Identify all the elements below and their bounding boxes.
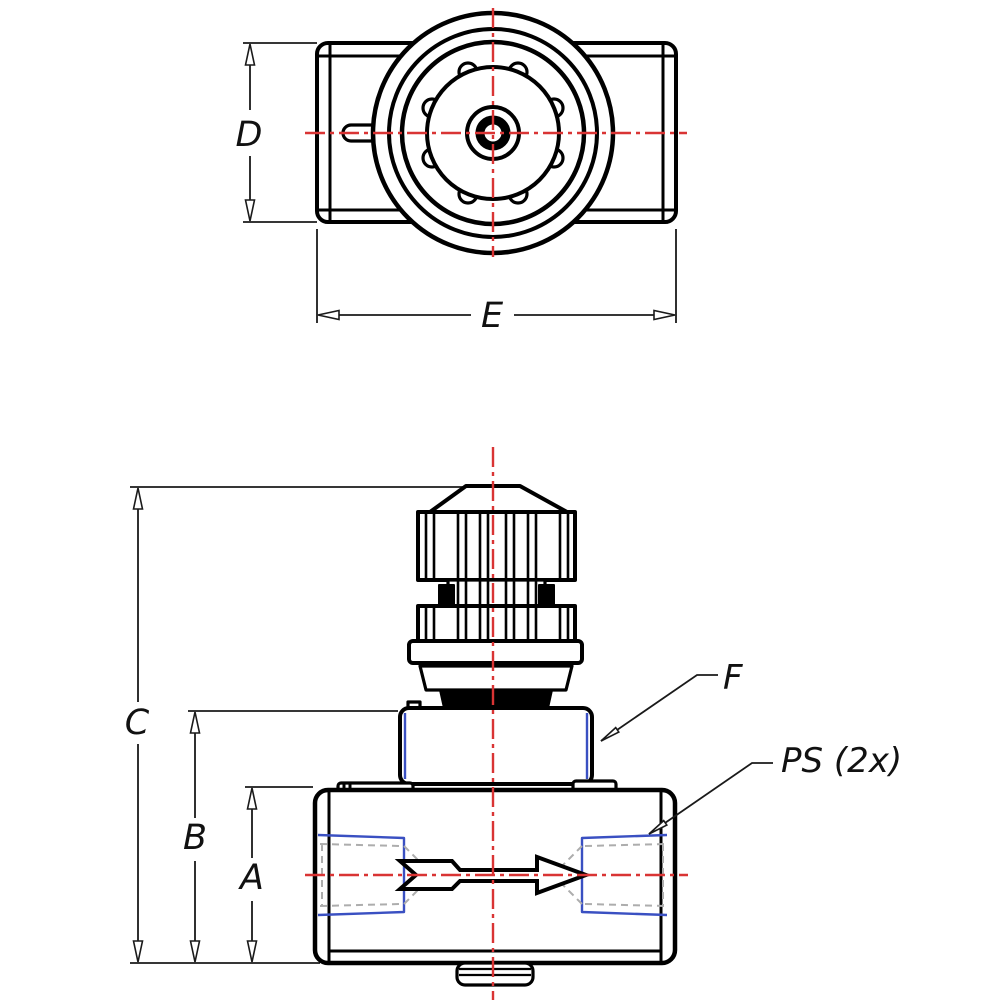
bonnet-body	[398, 706, 594, 786]
callout-f: F	[600, 658, 743, 742]
knob-outer-ribs	[424, 512, 570, 641]
dimension-b: B	[183, 710, 398, 963]
dim-a-arrow-up	[246, 787, 258, 810]
top-view: D	[236, 8, 687, 336]
callout-f-label: F	[723, 658, 743, 698]
body-end-lines	[327, 790, 663, 963]
bonnet-part-f	[398, 700, 594, 786]
knob-cap	[428, 484, 569, 514]
knob-groove-right	[538, 584, 555, 607]
dim-a-label: A	[238, 858, 264, 898]
dim-d-arrow-down	[244, 199, 256, 222]
boss-edge-lines	[459, 967, 531, 977]
dim-c-arrow-down	[132, 940, 144, 963]
knob-lower-band	[416, 604, 577, 643]
dim-d-arrow-up	[244, 43, 256, 66]
dimension-d: D	[236, 42, 317, 223]
dim-c-arrow-up	[132, 487, 144, 510]
callout-ps-leader	[648, 762, 773, 835]
dim-e-arrow-right	[653, 309, 676, 321]
dim-e-label: E	[481, 296, 504, 336]
bottom-boss	[455, 961, 535, 987]
dim-c-label: C	[125, 703, 150, 743]
callout-ps: PS (2x)	[648, 741, 902, 835]
callout-ps-arrowhead	[648, 819, 668, 835]
knob-base-flange	[407, 639, 584, 665]
callout-f-arrowhead	[600, 726, 620, 742]
port-left-hidden-threads	[319, 843, 430, 907]
knob-center-ribs	[456, 512, 538, 641]
dimension-e: E	[316, 229, 677, 336]
callout-ps-label: PS (2x)	[781, 741, 902, 781]
dim-b-arrow-up	[189, 711, 201, 734]
dim-e-arrow-left	[317, 309, 340, 321]
dimension-a: A	[238, 786, 313, 963]
locknut-band	[439, 689, 553, 709]
dim-b-label: B	[183, 818, 207, 858]
callout-f-leader	[600, 674, 718, 742]
dim-a-arrow-down	[246, 940, 258, 963]
dimension-c: C	[125, 486, 464, 963]
knob-waist	[446, 578, 547, 608]
adjustment-knob	[407, 484, 584, 671]
stem-collar	[418, 664, 574, 692]
knob-groove-left	[438, 584, 455, 607]
knob-upper-band	[416, 510, 577, 582]
dim-d-label: D	[236, 115, 263, 155]
port-right-hidden-threads	[556, 843, 666, 907]
port-left-thread-outline	[317, 833, 406, 917]
front-view: C B A	[125, 447, 902, 1000]
dim-b-arrow-down	[189, 940, 201, 963]
